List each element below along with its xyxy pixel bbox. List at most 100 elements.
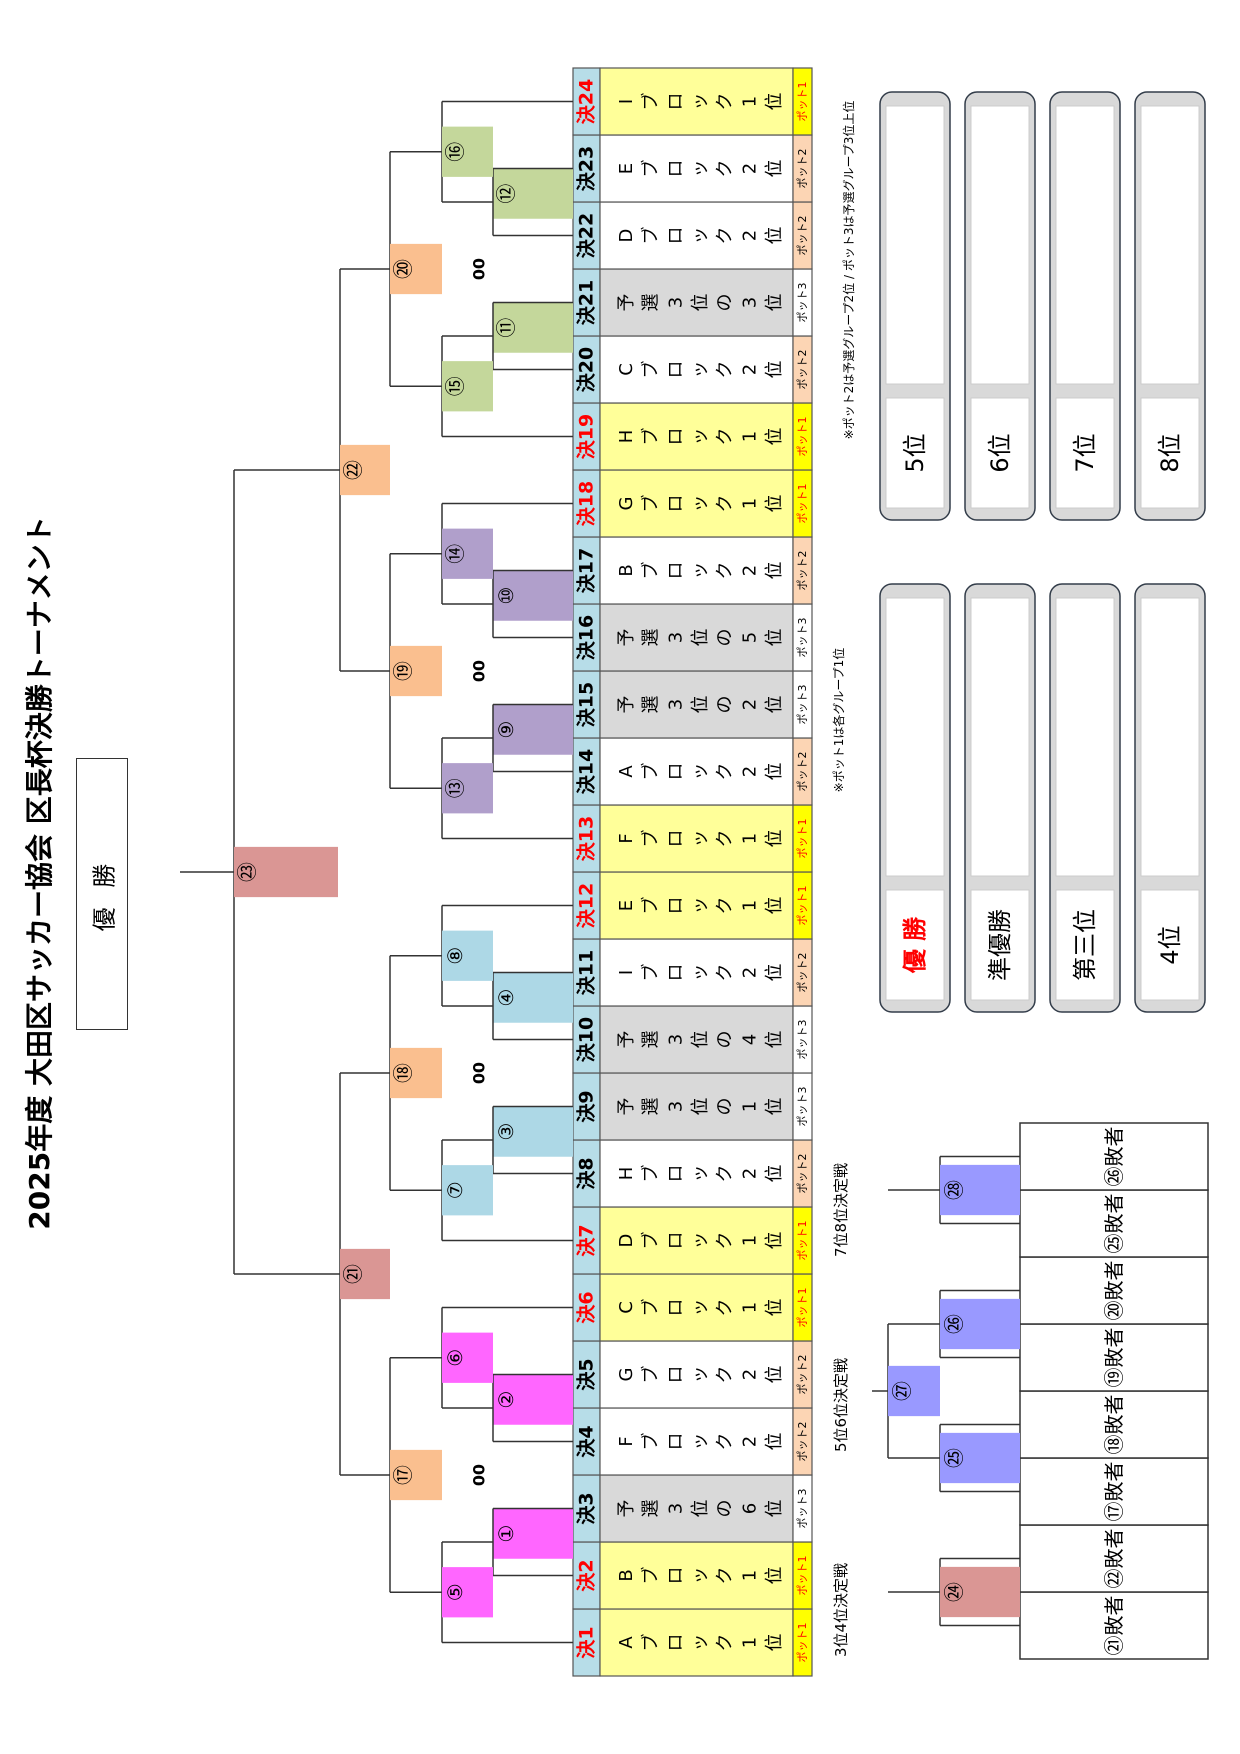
- ranking-label: 6位: [986, 433, 1014, 472]
- team-name-cell: [599, 1474, 794, 1543]
- team-name-char: I: [616, 970, 637, 975]
- team-name-char: G: [616, 497, 637, 511]
- team-name-char: ロ: [665, 1299, 686, 1317]
- team-name-char: 2: [739, 1168, 760, 1179]
- seed-label: 決1: [576, 1626, 598, 1658]
- classification-badge: [888, 1365, 940, 1417]
- pot-label: ポット1: [796, 1623, 809, 1663]
- team-name-cell: [599, 1541, 794, 1610]
- team-name-char: ロ: [665, 1634, 686, 1652]
- classification-badge: [940, 1164, 1020, 1216]
- team-name-cell: [599, 335, 794, 404]
- team-name-char: 位: [764, 763, 785, 781]
- seed-cell: [572, 1541, 601, 1610]
- match-number: ②: [494, 1391, 518, 1409]
- match-number: ⑩: [494, 587, 518, 605]
- team-name-char: I: [616, 99, 637, 104]
- team-name-char: の: [715, 1500, 736, 1518]
- pot-label: ポット3: [796, 1087, 809, 1127]
- match-badge: [390, 1449, 442, 1501]
- match-badge: [442, 1567, 493, 1618]
- team-name-char: ブ: [640, 897, 662, 915]
- seed-label: 決21: [576, 280, 598, 325]
- loser-cell: [1019, 1189, 1209, 1258]
- seed-label: 決13: [576, 816, 598, 861]
- team-name-char: 位: [764, 562, 785, 580]
- team-name-char: 2: [739, 699, 760, 710]
- match-badge: [442, 1332, 493, 1383]
- match-number: ㉓: [235, 862, 259, 882]
- team-name-char: の: [715, 1098, 736, 1116]
- team-name-char: B: [616, 1569, 637, 1581]
- loser-cell: [1019, 1122, 1209, 1191]
- loser-cell: [1019, 1323, 1209, 1392]
- pot-label: ポット3: [796, 1489, 809, 1529]
- loser-label: ⑳敗者: [1102, 1261, 1126, 1321]
- team-name-cell: [599, 536, 794, 605]
- ranking-value-box: [970, 597, 1030, 877]
- team-name-char: の: [715, 1031, 736, 1049]
- team-name-cell: [599, 1407, 794, 1476]
- team-name-char: 位: [764, 1567, 785, 1585]
- seed-label: 決18: [576, 481, 598, 526]
- loser-cell: [1019, 1256, 1209, 1325]
- team-name-char: 予: [616, 696, 637, 714]
- seed-label: 決3: [576, 1492, 598, 1524]
- team-name-char: ッ: [690, 763, 711, 781]
- team-name-char: 位: [764, 361, 785, 379]
- pot-label: ポット3: [796, 283, 809, 323]
- seed-label: 決24: [576, 79, 598, 124]
- loser-label: ⑱敗者: [1102, 1395, 1126, 1455]
- ranking-label-box: [1140, 889, 1200, 1001]
- team-name-cell: [599, 670, 794, 739]
- seed-label: 決10: [576, 1017, 598, 1062]
- ranking-label-box: [885, 397, 945, 509]
- team-name-char: 位: [764, 629, 785, 647]
- loser-label: ㉑敗者: [1102, 1596, 1126, 1656]
- classification-number: ㉘: [942, 1180, 966, 1200]
- team-row: [572, 1273, 813, 1342]
- team-name-char: ク: [715, 160, 736, 178]
- pot-label: ポット2: [796, 1422, 809, 1462]
- team-name-char: 1: [739, 498, 760, 509]
- team-row: [572, 1072, 813, 1141]
- team-name-cell: [599, 871, 794, 940]
- team-name-char: ブ: [640, 160, 662, 178]
- team-row: [572, 1340, 813, 1409]
- team-name-char: 1: [739, 1235, 760, 1246]
- team-name-cell: [599, 1340, 794, 1409]
- team-name-char: 1: [739, 1570, 760, 1581]
- team-name-char: ブ: [640, 1299, 662, 1317]
- team-name-char: 2: [739, 230, 760, 241]
- pot-label: ポット1: [796, 1288, 809, 1328]
- team-name-char: ク: [715, 562, 736, 580]
- team-name-char: ブ: [640, 1634, 662, 1652]
- team-name-char: 3: [665, 1503, 686, 1514]
- loser-cell: [1019, 1524, 1209, 1593]
- pot-label: ポット3: [796, 618, 809, 658]
- seed-label: 決16: [576, 615, 598, 660]
- team-row: [572, 670, 813, 739]
- team-name-char: 位: [764, 227, 785, 245]
- team-name-char: ッ: [690, 428, 711, 446]
- team-name-char: ロ: [665, 227, 686, 245]
- seed-cell: [572, 603, 601, 672]
- label-third-place: 3位4位決定戦: [832, 1562, 850, 1658]
- match-number: ⑦: [443, 1181, 467, 1199]
- pot-cell: [792, 67, 813, 136]
- match-number: ⑰: [391, 1465, 415, 1485]
- match-number: ⑯: [443, 142, 467, 162]
- team-name-char: 位: [690, 696, 711, 714]
- pot-label: ポット2: [796, 1355, 809, 1395]
- team-name-char: ッ: [690, 227, 711, 245]
- team-name-char: 選: [641, 1500, 662, 1518]
- seed-label: 決17: [576, 548, 598, 593]
- team-name-cell: [599, 1206, 794, 1275]
- ranking-label-box: [1055, 397, 1115, 509]
- pot-label: ポット2: [796, 752, 809, 792]
- match-badge: [442, 528, 493, 579]
- team-name-char: 予: [616, 629, 637, 647]
- team-name-char: ク: [715, 93, 736, 111]
- team-name-char: 位: [690, 294, 711, 312]
- team-name-cell: [599, 603, 794, 672]
